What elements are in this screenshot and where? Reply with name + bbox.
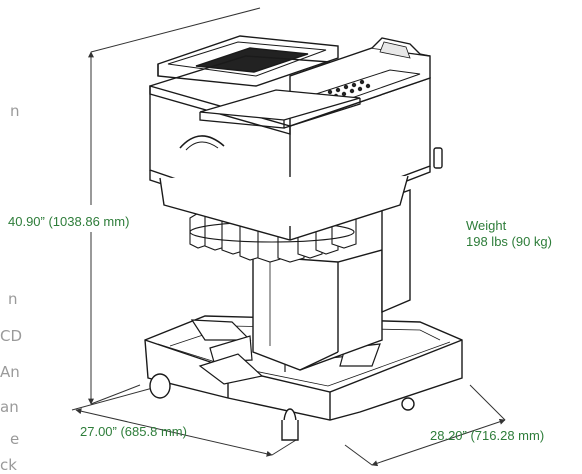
cropped-text-fragment: n xyxy=(10,102,20,120)
side-handle xyxy=(433,147,443,169)
width-dimension-label: 27.00” (685.8 mm) xyxy=(80,424,187,439)
cropped-text-fragment: ck xyxy=(0,456,17,474)
cropped-text-fragment: an xyxy=(0,398,19,416)
wheel-front-left xyxy=(149,373,171,399)
pedestal-column xyxy=(252,189,411,371)
wheel-rear-right xyxy=(401,397,415,411)
cropped-text-fragment: e xyxy=(10,430,20,448)
cropped-text-fragment: CD xyxy=(0,327,23,345)
side-tray xyxy=(199,89,361,129)
width-dimension-line xyxy=(71,385,297,457)
height-dimension-line xyxy=(88,7,261,405)
weight-value: 198 lbs (90 kg) xyxy=(466,234,552,249)
depth-dimension-label: 28.20” (716.28 mm) xyxy=(430,428,545,443)
depth-dimension-line xyxy=(344,384,506,467)
cropped-text-fragment: An xyxy=(0,363,20,381)
height-dimension-label: 40.90” (1038.86 mm) xyxy=(8,214,130,229)
cropped-text-fragment: n xyxy=(8,290,18,308)
weight-label: Weight xyxy=(466,218,507,233)
coin-hopper-tray xyxy=(149,35,339,135)
hopper-grid xyxy=(195,47,309,73)
